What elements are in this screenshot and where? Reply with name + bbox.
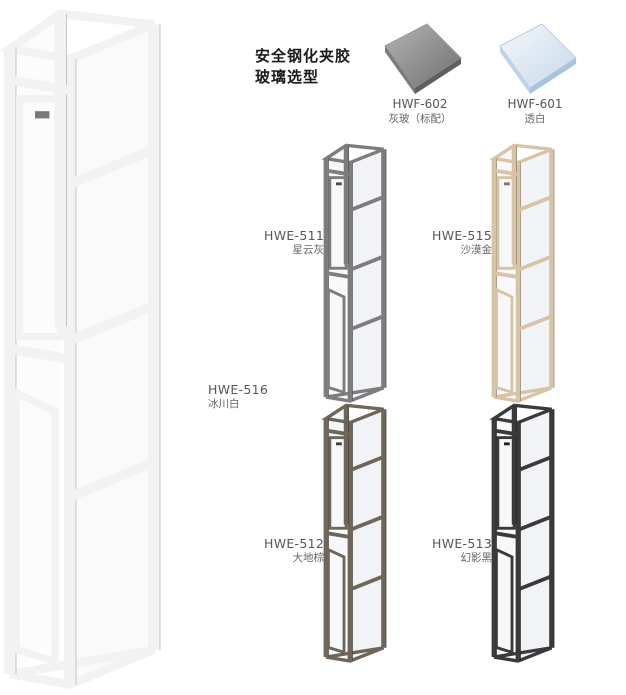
glass-sample-grey[interactable]	[375, 18, 465, 98]
glass-panel	[518, 409, 552, 662]
frame-rail	[9, 344, 71, 365]
frame-bottom	[493, 646, 553, 663]
door-lower-open	[494, 547, 514, 655]
cabin-label-gold: HWE-515 沙漠金	[432, 228, 492, 257]
glass-sample-clear[interactable]	[490, 18, 580, 98]
glass-name-grey: 灰玻（标配）	[388, 113, 452, 125]
door-upper	[16, 95, 64, 340]
frame-rail	[325, 168, 351, 177]
frame-rail	[493, 271, 519, 279]
frame-rail	[349, 574, 385, 592]
cabin-code-white: HWE-516	[208, 382, 269, 397]
cabin-code-gold: HWE-515	[432, 228, 493, 243]
frame-rail	[349, 195, 385, 213]
cabin-name-white: 冰川白	[208, 398, 240, 410]
frame-rail	[517, 254, 553, 272]
door-handle	[35, 111, 50, 119]
frame-rail	[493, 531, 519, 539]
door-upper	[496, 436, 516, 530]
frame-rail	[517, 455, 553, 473]
glass-code-clear: HWF-601	[507, 97, 563, 111]
cabin-name-grey: 星云灰	[292, 244, 325, 256]
door-handle	[504, 182, 510, 186]
frame-rail	[349, 514, 385, 532]
door-upper	[328, 176, 348, 270]
frame-rail	[517, 574, 553, 592]
cabin-label-black: HWE-513 幻影黑	[432, 536, 492, 565]
door-lower-open	[12, 386, 59, 667]
cabin-name-black: 幻影黑	[460, 552, 493, 564]
cabin-white-illustration[interactable]	[0, 0, 200, 695]
door-lower-open	[326, 547, 346, 655]
glass-panel	[350, 149, 384, 402]
door-lower-open	[326, 287, 346, 395]
cabin-name-gold: 沙漠金	[460, 244, 493, 256]
frame-rail	[68, 301, 156, 345]
glass-panel	[518, 149, 552, 402]
cabin-code-black: HWE-513	[432, 536, 493, 551]
glass-panel	[70, 24, 154, 685]
frame-top	[321, 403, 385, 425]
frame-rail	[517, 314, 553, 332]
frame-rail	[325, 271, 351, 279]
frame-bottom	[325, 386, 385, 403]
cabin-black-illustration[interactable]	[489, 400, 570, 665]
selection-heading: 安全钢化夹胶 玻璃选型	[255, 46, 351, 88]
frame-rail	[493, 168, 519, 177]
frame-rail	[325, 428, 351, 437]
frame-rail	[325, 531, 351, 539]
heading-line-2: 玻璃选型	[255, 68, 320, 86]
door-handle	[336, 182, 342, 186]
frame-rail	[349, 254, 385, 272]
cabin-code-brown: HWE-512	[264, 536, 325, 551]
frame-top	[321, 143, 385, 165]
heading-line-1: 安全钢化夹胶	[255, 47, 352, 65]
door-handle	[504, 442, 510, 446]
cabin-name-brown: 大地棕	[292, 552, 325, 564]
frame-bottom	[325, 646, 385, 663]
cabin-brown-illustration[interactable]	[321, 400, 402, 665]
door-upper	[496, 176, 516, 270]
frame-rail	[349, 314, 385, 332]
door-lower-open	[494, 287, 514, 395]
frame-rail	[349, 455, 385, 473]
frame-rail	[68, 144, 156, 189]
cabin-label-white: HWE-516 冰川白	[208, 382, 268, 411]
frame-rail	[9, 75, 71, 96]
frame-rail	[493, 428, 519, 437]
glass-code-grey: HWF-602	[392, 97, 448, 111]
glass-name-clear: 透白	[524, 113, 546, 125]
frame-rail	[517, 514, 553, 532]
cabin-code-grey: HWE-511	[264, 228, 325, 243]
cabin-label-grey: HWE-511 星云灰	[264, 228, 324, 257]
cabin-grey-illustration[interactable]	[321, 140, 402, 405]
cabin-gold-illustration[interactable]	[489, 140, 570, 405]
frame-rail	[68, 457, 156, 502]
frame-bottom	[493, 386, 553, 403]
cabin-label-brown: HWE-512 大地棕	[264, 536, 324, 565]
door-handle	[336, 442, 342, 446]
door-upper	[328, 436, 348, 530]
frame-top	[489, 143, 553, 165]
frame-top	[489, 403, 553, 425]
frame-bottom	[9, 645, 156, 689]
glass-panel	[350, 409, 384, 662]
frame-rail	[517, 195, 553, 213]
